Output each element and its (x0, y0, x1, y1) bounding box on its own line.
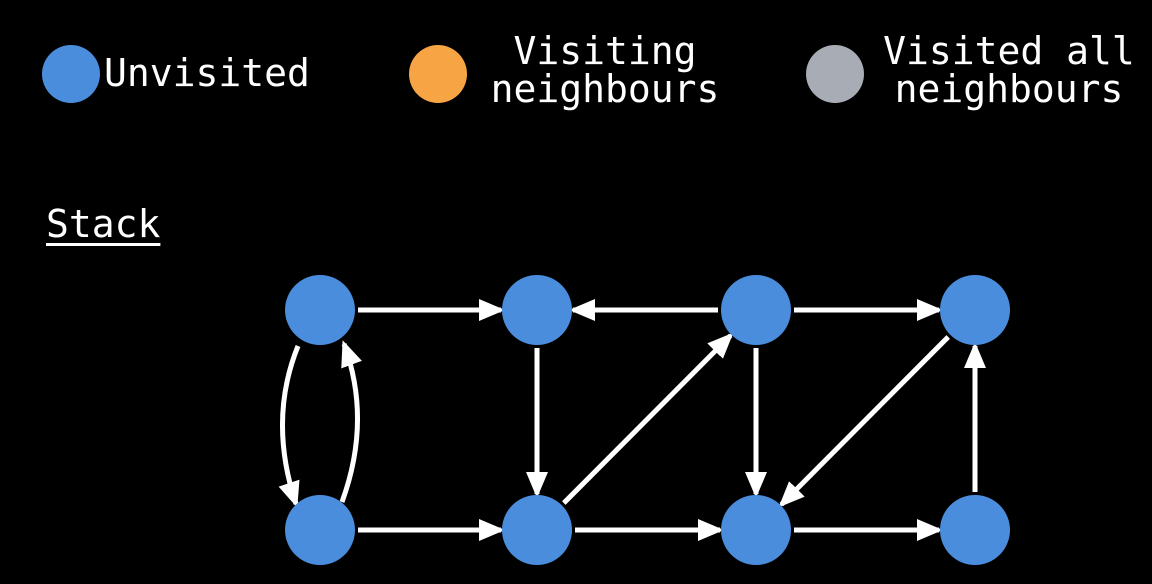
stack-label: Stack (46, 202, 161, 246)
edge-n1-to-n5 (278, 345, 301, 508)
edge-n4-to-n7 (778, 335, 950, 508)
legend-visiting-swatch (409, 45, 467, 103)
graph-node-n7 (721, 495, 791, 565)
graph-node-n2 (502, 275, 572, 345)
graph-node-n6 (502, 495, 572, 565)
edge-n6-to-n3 (562, 332, 734, 505)
graph-node-n3 (721, 275, 791, 345)
edge-n5-to-n1 (339, 340, 362, 503)
legend-unvisited-swatch (42, 45, 100, 103)
legend-visited-swatch (806, 45, 864, 103)
graph-node-n8 (940, 495, 1010, 565)
legend-visited-label: Visited all neighbours (883, 29, 1135, 111)
legend-unvisited-label: Unvisited (104, 51, 310, 95)
legend-visiting-label: Visiting neighbours (490, 29, 720, 111)
graph-node-n5 (285, 495, 355, 565)
graph-node-n1 (285, 275, 355, 345)
graph-node-n4 (940, 275, 1010, 345)
